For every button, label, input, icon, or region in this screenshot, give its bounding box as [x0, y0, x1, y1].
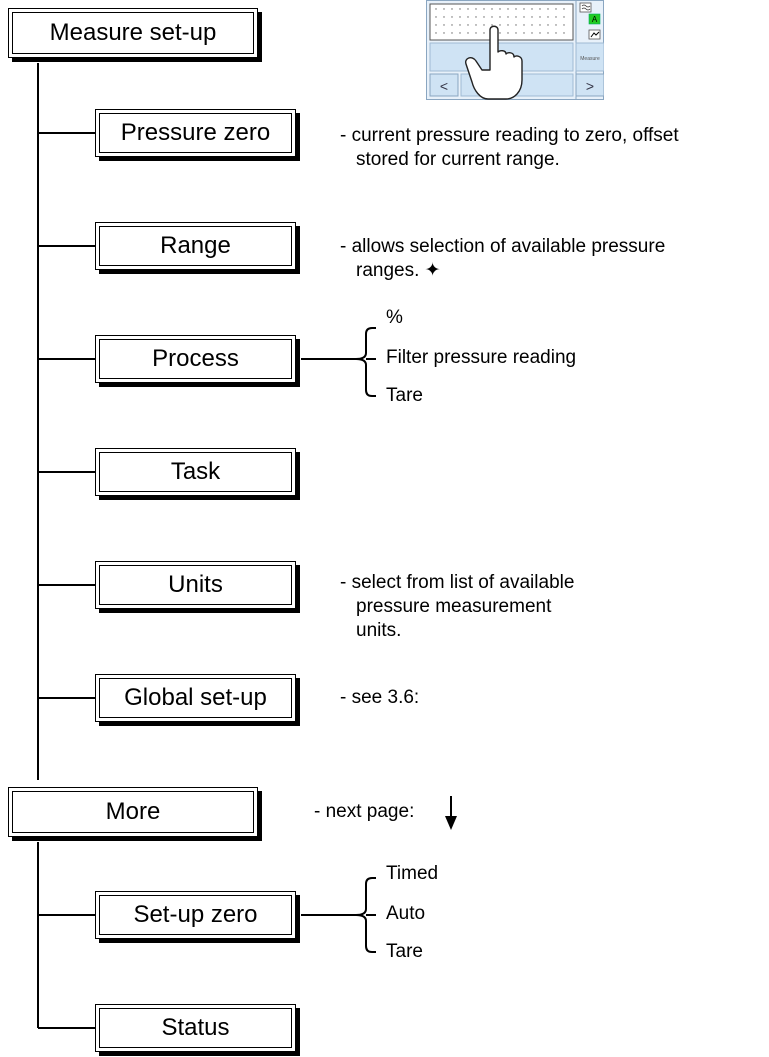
global-setup-note-line-1: - see 3.6:	[340, 687, 420, 708]
device-measure-button[interactable]	[575, 42, 604, 72]
range-box[interactable]: Range	[95, 222, 296, 270]
device-a-indicator: A	[588, 13, 601, 25]
task-box[interactable]: Task	[95, 448, 296, 496]
device-screen-illustration: A Measure < >	[426, 0, 604, 100]
device-prev-button[interactable]	[429, 73, 459, 97]
device-keyboard-area	[429, 3, 574, 41]
setup-zero-option-auto: Auto	[386, 903, 426, 924]
units-box[interactable]: Units	[95, 561, 296, 609]
range-note-line-1: - allows selection of available pressure	[340, 236, 666, 257]
device-graph-icon	[588, 29, 601, 40]
setup-zero-option-timed: Timed	[386, 863, 439, 884]
device-next-button[interactable]	[575, 73, 604, 97]
pressure-zero-note: - current pressure reading to zero, offs…	[340, 124, 679, 172]
device-a-label: A	[592, 15, 598, 24]
more-note: - next page:	[314, 800, 414, 824]
setup-zero-option-tare: Tare	[386, 941, 423, 962]
pointing-hand-icon	[464, 25, 523, 100]
setup-zero-bracket	[355, 877, 376, 953]
global-setup-label: Global set-up	[124, 684, 267, 711]
device-prev-label: <	[440, 78, 448, 94]
units-note-line-2: pressure measurement	[356, 596, 552, 617]
process-option-percent: %	[386, 307, 403, 328]
range-label: Range	[160, 232, 231, 259]
device-wave-icon	[579, 2, 592, 13]
measure-setup-box[interactable]: Measure set-up	[8, 8, 258, 58]
device-measure-label: Measure	[580, 56, 600, 62]
more-note-text: - next page:	[314, 801, 415, 822]
pressure-zero-box[interactable]: Pressure zero	[95, 109, 296, 157]
pressure-zero-note-line-1: - current pressure reading to zero, offs…	[340, 125, 679, 146]
down-arrow-icon	[445, 796, 457, 830]
task-label: Task	[170, 458, 221, 485]
pressure-zero-note-line-2: stored for current range.	[356, 149, 560, 170]
process-option-filter: Filter pressure reading	[386, 347, 577, 368]
process-box[interactable]: Process	[95, 335, 296, 383]
process-option-tare: Tare	[386, 385, 423, 406]
units-note: - select from list of available pressure…	[340, 571, 574, 643]
units-note-line-3: units.	[356, 620, 402, 641]
process-bracket	[355, 327, 376, 397]
units-label: Units	[168, 571, 223, 598]
units-note-line-1: - select from list of available	[340, 572, 575, 593]
pressure-zero-label: Pressure zero	[120, 119, 271, 146]
process-label: Process	[152, 345, 239, 372]
more-box[interactable]: More	[8, 787, 258, 837]
status-box[interactable]: Status	[95, 1004, 296, 1052]
global-setup-box[interactable]: Global set-up	[95, 674, 296, 722]
device-next-label: >	[586, 78, 594, 94]
setup-zero-label: Set-up zero	[133, 901, 258, 928]
measure-setup-label: Measure set-up	[49, 19, 217, 46]
more-label: More	[105, 798, 161, 825]
status-label: Status	[161, 1014, 230, 1041]
range-note: - allows selection of available pressure…	[340, 235, 665, 283]
global-setup-note: - see 3.6:	[340, 686, 419, 710]
range-note-line-2: ranges. ✦	[356, 260, 441, 281]
setup-zero-box[interactable]: Set-up zero	[95, 891, 296, 939]
